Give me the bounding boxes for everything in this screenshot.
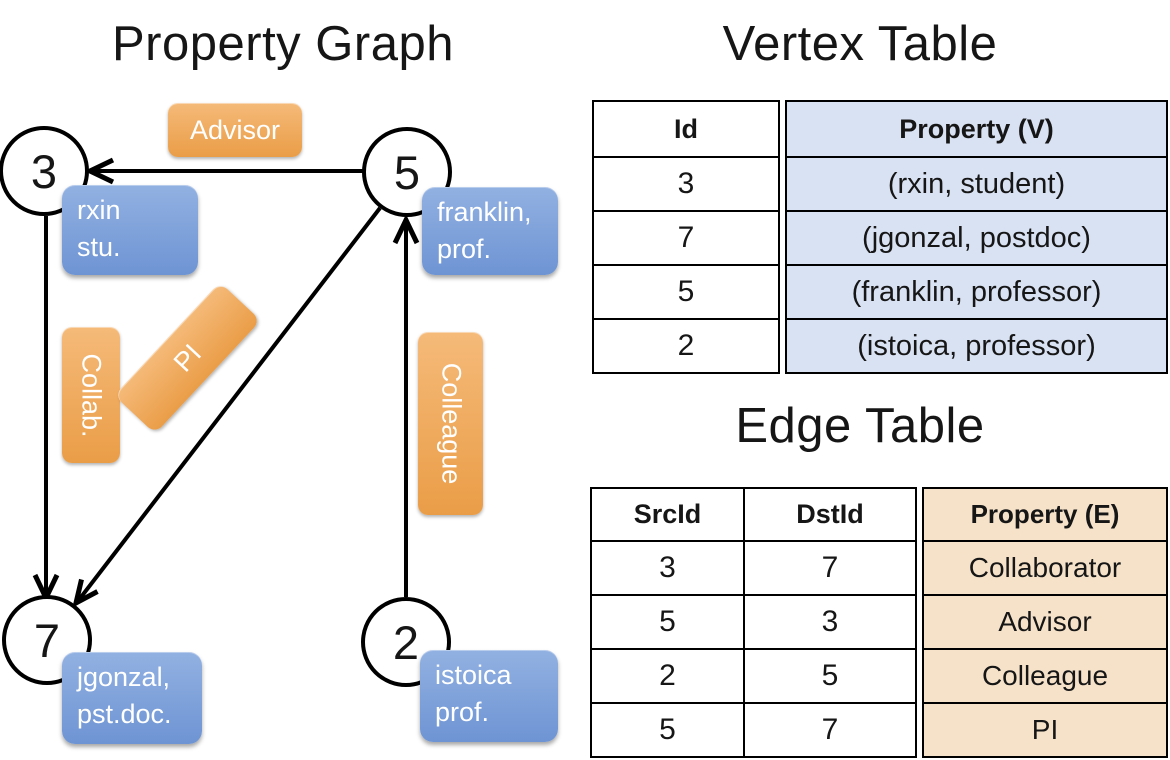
graph-edges [32, 157, 420, 608]
vertex-property-box-franklin: franklin, prof. [422, 187, 558, 275]
column-header-srcid: SrcId [633, 499, 702, 529]
edge-label-collab: Collab. [62, 327, 120, 463]
table-cell: Collaborator [924, 540, 1166, 594]
table-cell: Advisor [924, 594, 1166, 648]
node-id: 2 [392, 615, 420, 669]
vertex-property-box-jgonzal: jgonzal, pst.doc. [62, 652, 202, 744]
property-line: rxin [77, 195, 121, 225]
column-header-dstid: DstId [743, 489, 915, 540]
property-graph-title: Property Graph [112, 17, 454, 71]
table-cell: 3 [594, 156, 778, 210]
column-header-id: Id [674, 113, 698, 144]
table-cell: 5 [594, 264, 778, 318]
edge-table-property-column: Property (E) Collaborator Advisor Collea… [922, 487, 1168, 758]
arrowhead-colleague-icon [392, 214, 420, 245]
vertex-property-box-rxin: rxin stu. [62, 185, 198, 275]
table-cell: (jgonzal, postdoc) [787, 210, 1166, 264]
property-line: pst.doc. [77, 699, 172, 730]
node-id: 7 [33, 613, 61, 667]
edge-label-pi-text: PI [167, 338, 207, 378]
edge-label-collab-text: Collab. [76, 352, 107, 438]
property-line: prof. [435, 697, 490, 728]
table-cell: 5 [743, 648, 915, 702]
property-line: prof. [437, 234, 492, 265]
table-cell: 7 [594, 210, 778, 264]
edge-label-colleague: Colleague [418, 332, 483, 515]
table-cell: 2 [592, 648, 743, 702]
vertex-table-property-column: Property (V) (rxin, student) (jgonzal, p… [785, 100, 1168, 374]
edge-table-id-columns: SrcId DstId 3 7 5 3 2 5 5 7 [590, 487, 917, 758]
edge-label-colleague-text: Colleague [436, 362, 466, 485]
edge-label-advisor: Advisor [168, 103, 302, 157]
vertex-table-id-column: Id 3 7 5 2 [592, 100, 780, 374]
graph-node-2: 2 [361, 597, 451, 687]
table-cell: (rxin, student) [787, 156, 1166, 210]
column-header-property-v: Property (V) [899, 113, 1054, 144]
property-line: istoica [435, 660, 512, 690]
table-cell: 5 [592, 594, 743, 648]
table-cell: (franklin, professor) [787, 264, 1166, 318]
node-id: 3 [30, 144, 58, 198]
property-line: stu. [77, 232, 121, 263]
vertex-property-box-istoica: istoica prof. [420, 650, 558, 742]
edge-table-title: Edge Table [735, 399, 985, 453]
node-id: 5 [393, 145, 421, 199]
table-cell: 2 [594, 318, 778, 372]
table-cell: 7 [743, 702, 915, 756]
table-cell: 7 [743, 540, 915, 594]
arrowhead-pi-icon [72, 578, 99, 608]
vertex-table-title: Vertex Table [722, 17, 998, 71]
table-cell: 3 [743, 594, 915, 648]
table-cell: Colleague [924, 648, 1166, 702]
edge-pi-line [76, 206, 382, 603]
table-cell: 3 [592, 540, 743, 594]
arrowhead-advisor-icon [84, 157, 115, 185]
table-cell: (istoica, professor) [787, 318, 1166, 372]
property-line: franklin, [437, 197, 532, 227]
table-cell: 5 [592, 702, 743, 756]
table-cell: PI [924, 702, 1166, 756]
column-header-property-e: Property (E) [970, 499, 1120, 529]
edge-label-advisor-text: Advisor [189, 114, 281, 145]
property-line: jgonzal, [77, 662, 171, 692]
